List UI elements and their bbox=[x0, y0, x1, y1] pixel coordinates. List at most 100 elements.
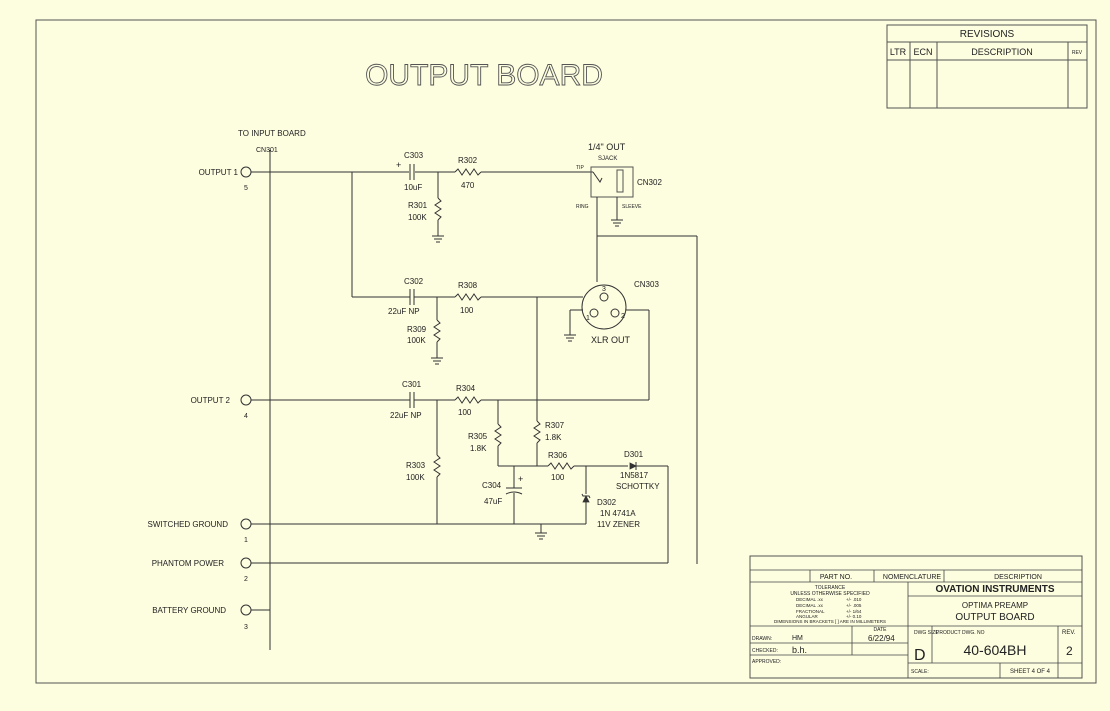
r308-value: 100 bbox=[460, 306, 474, 315]
switched-ground-pin bbox=[240, 518, 252, 530]
pin1-label: 1 bbox=[244, 537, 248, 544]
revisions-heading: REVISIONS bbox=[960, 29, 1015, 40]
tb-decimal2: DECIMAL .xx bbox=[796, 603, 824, 608]
tb-fractional: FRACTIONAL bbox=[796, 609, 825, 614]
tb-product-dwg-label: PRODUCT DWG. NO bbox=[936, 630, 985, 636]
battery-ground-pin bbox=[240, 604, 252, 616]
r305-resistor bbox=[494, 423, 502, 447]
r303-value: 100K bbox=[406, 473, 425, 482]
tb-company: OVATION INSTRUMENTS bbox=[935, 584, 1054, 595]
c304-label: C304 bbox=[482, 481, 502, 490]
tb-description: DESCRIPTION bbox=[994, 574, 1042, 581]
r305-value: 1.8K bbox=[470, 444, 487, 453]
d302-value: 1N 4741A bbox=[600, 509, 636, 518]
output1-pin bbox=[240, 166, 252, 178]
quarter-inch-jack: 1/4" OUT SJACK TIP RING SLEEVE CN302 bbox=[576, 142, 698, 564]
tb-approved-label: APPROVED: bbox=[752, 659, 781, 665]
cn302-label: CN302 bbox=[637, 178, 662, 187]
switched-ground-net bbox=[270, 523, 586, 540]
c301-label: C301 bbox=[402, 380, 422, 389]
r303-label: R303 bbox=[406, 461, 426, 470]
tb-rev: 2 bbox=[1066, 644, 1073, 658]
r308-label: R308 bbox=[458, 281, 478, 290]
tb-decimal1: DECIMAL .xx bbox=[796, 597, 824, 602]
xlr-pin1-label: 1 bbox=[586, 315, 590, 322]
tip-label: TIP bbox=[576, 165, 584, 171]
tb-dwg-no: 40-604BH bbox=[963, 642, 1026, 658]
d301-diode bbox=[629, 462, 637, 470]
r307-value: 1.8K bbox=[545, 433, 562, 442]
cn301-label: CN301 bbox=[256, 147, 278, 154]
c302-label: C302 bbox=[404, 277, 424, 286]
sjack-label: SJACK bbox=[598, 156, 617, 162]
r302-label: R302 bbox=[458, 156, 478, 165]
ring-label: RING bbox=[576, 204, 589, 210]
c304-plus: + bbox=[518, 474, 523, 484]
r301-value: 100K bbox=[408, 213, 427, 222]
battery-ground-label: BATTERY GROUND bbox=[152, 606, 226, 615]
tb-dwg-size-label: DWG SIZE bbox=[914, 630, 939, 636]
tb-product: OPTIMA PREAMP bbox=[962, 601, 1028, 610]
pin4-label: 4 bbox=[244, 413, 248, 420]
output2-label: OUTPUT 2 bbox=[191, 396, 231, 405]
d301-label: D301 bbox=[624, 450, 644, 459]
cn303-label: CN303 bbox=[634, 280, 659, 289]
tb-tolerance: TOLERANCE bbox=[815, 585, 846, 591]
tb-rev-label: REV. bbox=[1062, 630, 1076, 636]
r301-label: R301 bbox=[408, 201, 428, 210]
r305-label: R305 bbox=[468, 432, 488, 441]
c302-value: 22uF NP bbox=[388, 307, 420, 316]
c303-value: 10uF bbox=[404, 183, 422, 192]
tb-dims-note: DIMENSIONS IN BRACKETS [ ] ARE IN MILLIM… bbox=[774, 619, 886, 624]
rev-col-rev: REV bbox=[1072, 50, 1083, 56]
phantom-power-label: PHANTOM POWER bbox=[152, 559, 225, 568]
sleeve-label: SLEEVE bbox=[622, 204, 642, 210]
r304-label: R304 bbox=[456, 384, 476, 393]
r307-label: R307 bbox=[545, 421, 565, 430]
c304-value: 47uF bbox=[484, 497, 502, 506]
r308-resistor bbox=[454, 293, 482, 301]
tb-angular: ANGULAR bbox=[796, 614, 819, 619]
tb-fractional-val: +/- 1/64 bbox=[846, 609, 862, 614]
xlr-pin2-label: 2 bbox=[621, 313, 625, 320]
r306-value: 100 bbox=[551, 473, 565, 482]
r303-resistor bbox=[433, 454, 441, 478]
cn301-connector: TO INPUT BOARD CN301 OUTPUT 1 5 OUTPUT 2… bbox=[148, 129, 306, 650]
tb-checked-by: b.h. bbox=[792, 645, 807, 655]
rev-col-description: DESCRIPTION bbox=[971, 47, 1033, 57]
d301-value: 1N5817 bbox=[620, 471, 649, 480]
r302-resistor bbox=[454, 168, 482, 176]
xlr-feed-net: C302 22uF NP R308 100 R309 100K bbox=[352, 277, 583, 365]
tb-decimal2-val: +/- .005 bbox=[846, 603, 862, 608]
output1-label: OUTPUT 1 bbox=[199, 168, 239, 177]
c301-value: 22uF NP bbox=[390, 411, 422, 420]
output1-net: + C303 10uF R302 470 R301 100K bbox=[270, 151, 593, 297]
tb-drawn-label: DRAWN: bbox=[752, 636, 772, 642]
tb-checked-label: CHECKED: bbox=[752, 648, 778, 654]
tb-nomenclature: NOMENCLATURE bbox=[883, 574, 942, 581]
d302-type: 11V ZENER bbox=[597, 520, 640, 529]
output2-pin bbox=[240, 394, 252, 406]
tb-part-no: PART NO. bbox=[820, 574, 852, 581]
tb-board: OUTPUT BOARD bbox=[955, 612, 1034, 623]
output2-net: C301 22uF NP R304 100 R303 100K R305 1.8… bbox=[270, 380, 669, 563]
tb-drawn-by: HM bbox=[792, 635, 803, 642]
xlr-pin3-label: 3 bbox=[602, 286, 606, 293]
quarter-out-label: 1/4" OUT bbox=[588, 142, 626, 152]
r304-resistor bbox=[454, 396, 482, 404]
title-block: PART NO. NOMENCLATURE DESCRIPTION TOLERA… bbox=[749, 555, 1083, 679]
r309-value: 100K bbox=[407, 336, 426, 345]
d302-zener-diode bbox=[582, 495, 590, 503]
pin2-label: 2 bbox=[244, 576, 248, 583]
to-input-board-label: TO INPUT BOARD bbox=[238, 129, 306, 138]
tb-decimal1-val: +/- .010 bbox=[846, 597, 862, 602]
revisions-block: REVISIONS LTR ECN DESCRIPTION REV bbox=[886, 24, 1088, 109]
tb-scale-label: SCALE: bbox=[911, 669, 929, 675]
r309-label: R309 bbox=[407, 325, 427, 334]
rev-col-ecn: ECN bbox=[913, 47, 932, 57]
r302-value: 470 bbox=[461, 181, 475, 190]
switched-ground-label: SWITCHED GROUND bbox=[148, 520, 229, 529]
r304-value: 100 bbox=[458, 408, 472, 417]
xlr-connector: 3 1 2 CN303 XLR OUT bbox=[536, 280, 659, 400]
